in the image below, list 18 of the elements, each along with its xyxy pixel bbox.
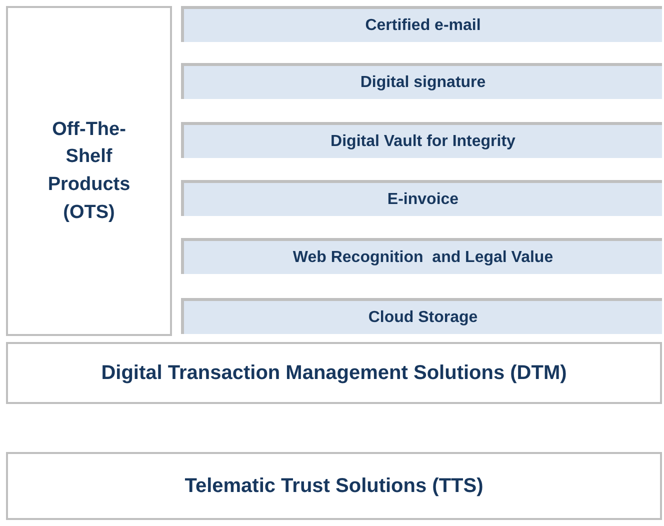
- service-box: [181, 63, 662, 99]
- service-box: [181, 298, 662, 334]
- box-label: Telematic Trust Solutions (TTS): [184, 474, 484, 498]
- box-label: E-invoice: [387, 190, 459, 210]
- box-label: Certified e-mail: [365, 16, 481, 36]
- service-box: [181, 180, 662, 216]
- service-box: [181, 6, 662, 42]
- category-box: [6, 6, 172, 336]
- box-label: Digital Transaction Management Solutions (DTM): [101, 361, 567, 385]
- service-box: [181, 238, 662, 274]
- category-box: [6, 342, 662, 404]
- box-label: Off-The-Shelf Products (OTS): [46, 118, 132, 225]
- box-label: Digital signature: [360, 72, 486, 92]
- category-box: [6, 452, 662, 520]
- service-box: [181, 122, 662, 158]
- box-label: Digital Vault for Integrity: [330, 132, 516, 152]
- box-label: Web Recognition and Legal Value: [292, 248, 554, 268]
- box-label: Cloud Storage: [368, 308, 478, 328]
